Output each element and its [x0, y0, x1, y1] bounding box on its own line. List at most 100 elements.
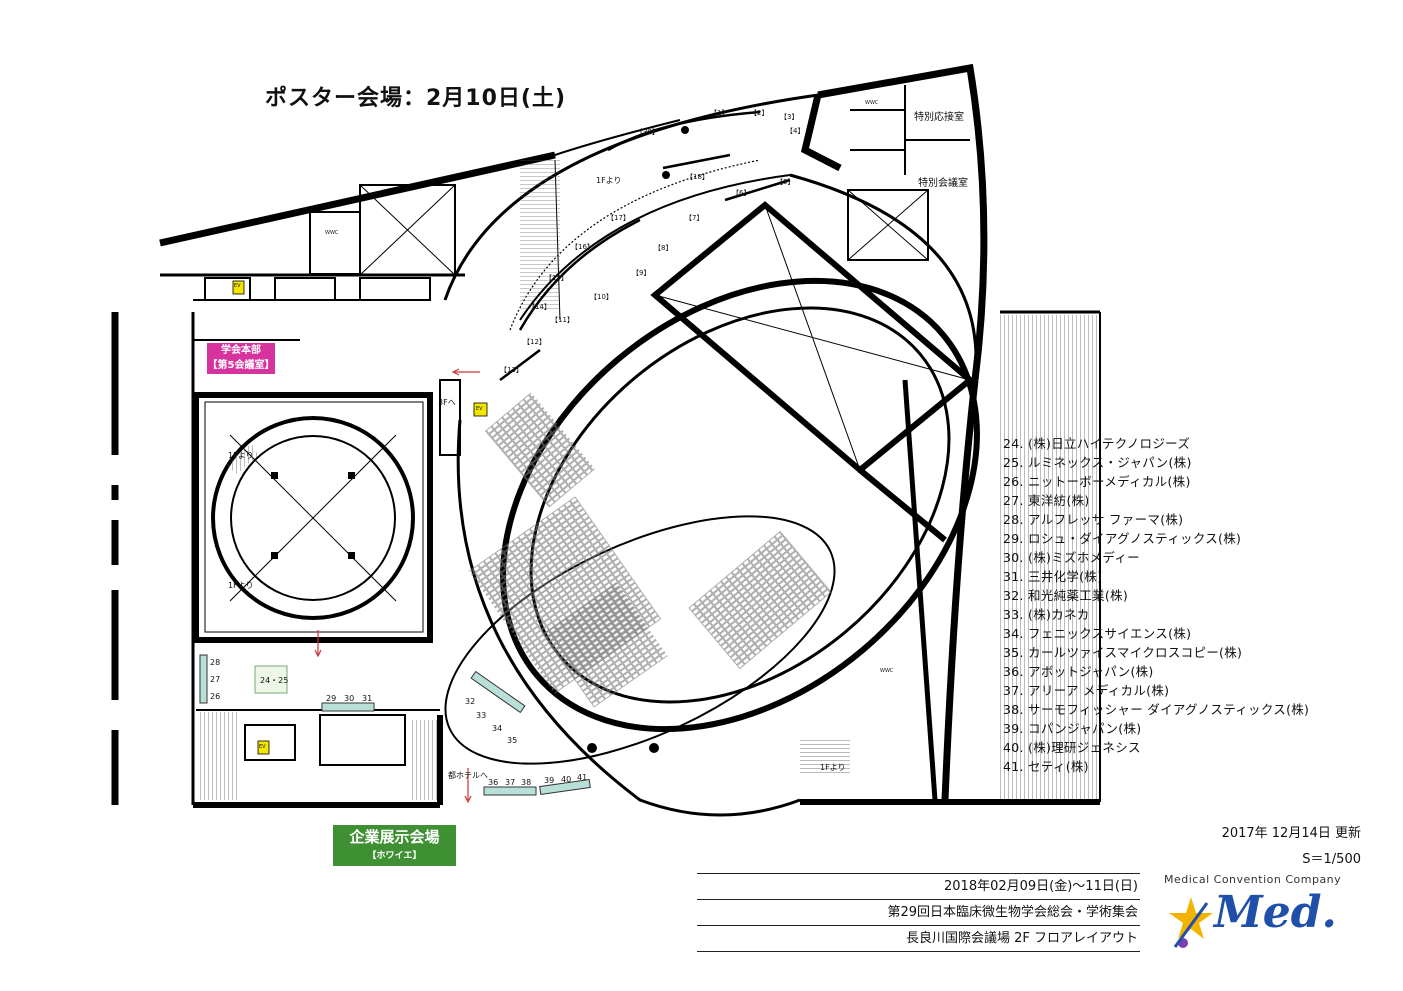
booth-number-31: 31: [362, 694, 373, 703]
booth-number-28: 28: [210, 658, 221, 667]
exhibitor-item: 35. カールツァイスマイクロスコピー(株): [1003, 645, 1243, 660]
label-to-hotel: 都ホテルへ: [448, 771, 488, 780]
poster-board-16: 【16】: [571, 243, 594, 251]
booth-24-25: [254, 665, 288, 694]
logo-star-icon: [1169, 897, 1213, 948]
company-name: Medical Convention Company: [1164, 873, 1342, 886]
exhibitor-item: 39. コパンジャパン(株): [1003, 721, 1142, 736]
booth-number-29: 29: [326, 694, 337, 703]
label-wc-east: WWC: [880, 668, 894, 674]
poster-board-15: 【15】: [545, 274, 568, 282]
poster-board-3: 【3】: [780, 113, 799, 121]
poster-board-10: 【10】: [590, 293, 613, 301]
poster-board-11: 【11】: [551, 316, 574, 324]
rotunda-stairs-north: [226, 444, 259, 475]
booth-tables: [199, 654, 591, 796]
poster-board-7: 【7】: [685, 214, 704, 222]
exhibitor-item: 26. ニットーボーメディカル(株): [1003, 474, 1191, 489]
exhibitor-item: 29. ロシュ・ダイアグノスティックス(株): [1003, 531, 1242, 546]
map-scale: S＝1/500: [1302, 852, 1361, 867]
elevators: [232, 280, 488, 755]
rotunda-hall: [193, 339, 433, 643]
direction-arrows: [314, 368, 480, 804]
label-wc-northeast: WWC: [865, 100, 879, 106]
poster-board-38: 【38】: [636, 128, 659, 136]
label-booth-24-25: 24・25: [260, 676, 289, 685]
booth-number-27: 27: [210, 675, 221, 684]
booth-number-36: 36: [488, 778, 499, 787]
exhibitor-item: 33. (株)カネカ: [1003, 607, 1090, 622]
south-stairs: [410, 720, 438, 800]
venue-floor: 長良川国際会議場 2F フロアレイアウト: [697, 925, 1140, 952]
southwest-stairs: [198, 712, 240, 800]
east-stairs: [1000, 315, 1098, 799]
hq-label: 学会本部 【第5会議室】: [207, 343, 275, 374]
poster-board-4: 【4】: [786, 127, 805, 135]
poster-board-9: 【9】: [632, 269, 651, 277]
booth-number-33: 33: [476, 711, 487, 720]
room-special-reception: 特別応接室: [914, 112, 964, 123]
label-from-1f-north: 1Fより: [596, 176, 622, 185]
label-to-3f: 3Fへ: [438, 398, 456, 407]
exhibitor-item: 31. 三井化学(株): [1003, 569, 1103, 584]
booth-number-37: 37: [505, 778, 516, 787]
poster-board-8: 【8】: [654, 244, 673, 252]
poster-board-6: 【6】: [732, 189, 751, 197]
booth-number-34: 34: [492, 724, 503, 733]
exhibitor-item: 36. アボットジャパン(株): [1003, 664, 1154, 679]
west-service-rooms: [204, 184, 461, 766]
updated-date: 2017年 12月14日 更新: [1221, 826, 1361, 841]
poster-board-lines: [499, 110, 791, 381]
lobby-stairs: [520, 160, 560, 310]
exhibitor-item: 34. フェニックスサイエンス(株): [1003, 626, 1192, 641]
poster-pillars: [587, 126, 689, 753]
booth-number-39: 39: [544, 776, 555, 785]
poster-board-5: 【5】: [776, 178, 795, 186]
exhibitor-item: 38. サーモフィッシャー ダイアグノスティックス(株): [1003, 702, 1310, 717]
exhibitor-item: 37. アリーア メディカル(株): [1003, 683, 1170, 698]
label-ev-center: EV: [476, 406, 483, 412]
exhibitor-item: 30. (株)ミズホメディー: [1003, 550, 1140, 565]
event-name: 第29回日本臨床微生物学会総会・学術集会: [697, 899, 1140, 925]
poster-board-14: 【14】: [528, 303, 551, 311]
booth-number-30: 30: [344, 694, 355, 703]
booth-number-32: 32: [465, 697, 476, 706]
poster-board-18: 【18】: [686, 173, 709, 181]
poster-board-12: 【12】: [523, 338, 546, 346]
poster-board-1: 【1】: [710, 109, 729, 117]
exhibitor-item: 25. ルミネックス・ジャパン(株): [1003, 455, 1192, 470]
exhibitor-item: 32. 和光純薬工業(株): [1003, 588, 1129, 603]
exhibitor-item: 27. 東洋紡(株): [1003, 493, 1090, 508]
hq-label-line2: 【第5会議室】: [207, 360, 275, 371]
exhibitor-item: 41. セティ(株): [1003, 759, 1089, 774]
poster-board-2: 【2】: [750, 109, 769, 117]
exhibitor-list: 24. (株)日立ハイテクノロジーズ 25. ルミネックス・ジャパン(株) 26…: [1003, 434, 1309, 776]
exhibition-label-line1: 企業展示会場: [349, 828, 440, 846]
company-logo: Medical Convention Company Med.: [1162, 873, 1362, 953]
label-wc-north: WWC: [325, 230, 339, 236]
booth-number-40: 40: [561, 775, 572, 784]
logo-wordmark: Med.: [1214, 887, 1337, 938]
exhibitor-item: 24. (株)日立ハイテクノロジーズ: [1003, 436, 1191, 451]
label-from-1f-rotunda-top: 1Fより: [228, 451, 254, 460]
exhibitor-item: 28. アルフレッサ ファーマ(株): [1003, 512, 1184, 527]
booth-number-35: 35: [507, 736, 518, 745]
label-from-1f-southeast: 1Fより: [820, 763, 846, 772]
label-from-1f-rotunda-bottom: 1Fより: [228, 581, 254, 590]
event-dates: 2018年02月09日(金)〜11日(日): [697, 873, 1140, 899]
booth-number-41: 41: [577, 773, 588, 782]
label-ev-north: EV: [234, 283, 241, 289]
event-info-block: 2018年02月09日(金)〜11日(日) 第29回日本臨床微生物学会総会・学術…: [697, 873, 1140, 952]
exhibitor-item: 40. (株)理研ジェネシス: [1003, 740, 1141, 755]
poster-board-17: 【17】: [607, 214, 630, 222]
poster-board-13: 【13】: [500, 366, 523, 374]
rotunda-pillars: [271, 472, 355, 559]
southeast-stairs: [800, 740, 850, 775]
label-ev-south: EV: [259, 744, 266, 750]
hq-label-line1: 学会本部: [221, 345, 261, 356]
booth-number-26: 26: [210, 692, 221, 701]
main-hall: [444, 277, 980, 817]
booth-number-38: 38: [521, 778, 532, 787]
exhibition-label: 企業展示会場 【ホワイエ】: [333, 825, 456, 866]
